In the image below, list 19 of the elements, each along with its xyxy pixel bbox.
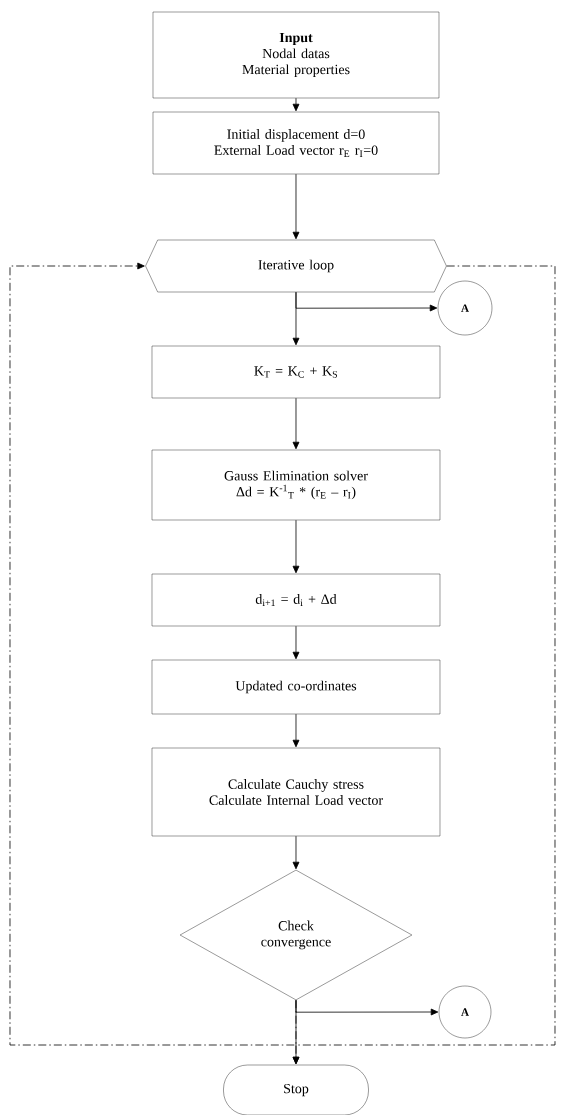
process-box: Updated co-ordinates xyxy=(151,659,441,715)
arrow xyxy=(292,713,300,748)
arrow xyxy=(9,262,297,1046)
arrow xyxy=(292,835,300,870)
arrow xyxy=(292,265,556,1065)
process-box: Calculate Cauchy stress Calculate Internal Load vector xyxy=(151,747,441,837)
arrow xyxy=(292,173,300,240)
input-box: Input Nodal datas Material properties xyxy=(152,11,440,99)
arrow xyxy=(292,397,300,450)
terminator: Stop xyxy=(223,1064,369,1115)
arrow xyxy=(295,291,438,312)
process-box: Initial displacement d=0 External Load vector r$_{E}$ r$_{I}$=0 xyxy=(152,111,440,175)
loop-hexagon: Iterative loop xyxy=(145,239,447,293)
arrow xyxy=(292,97,300,112)
arrow xyxy=(292,519,300,574)
arrow xyxy=(292,625,300,660)
process-box: K$_{T}$ = K$_{C}$ + K$_{S}$ xyxy=(151,345,441,399)
process-box: d$_{i+1}$ = d$_{i}$ + Δd xyxy=(151,573,441,627)
process-box: Gauss Elimination solver Δd = K$^{-1}$$_{T}$ * (r$_{E}$ – r$_{I}$) xyxy=(151,449,441,521)
